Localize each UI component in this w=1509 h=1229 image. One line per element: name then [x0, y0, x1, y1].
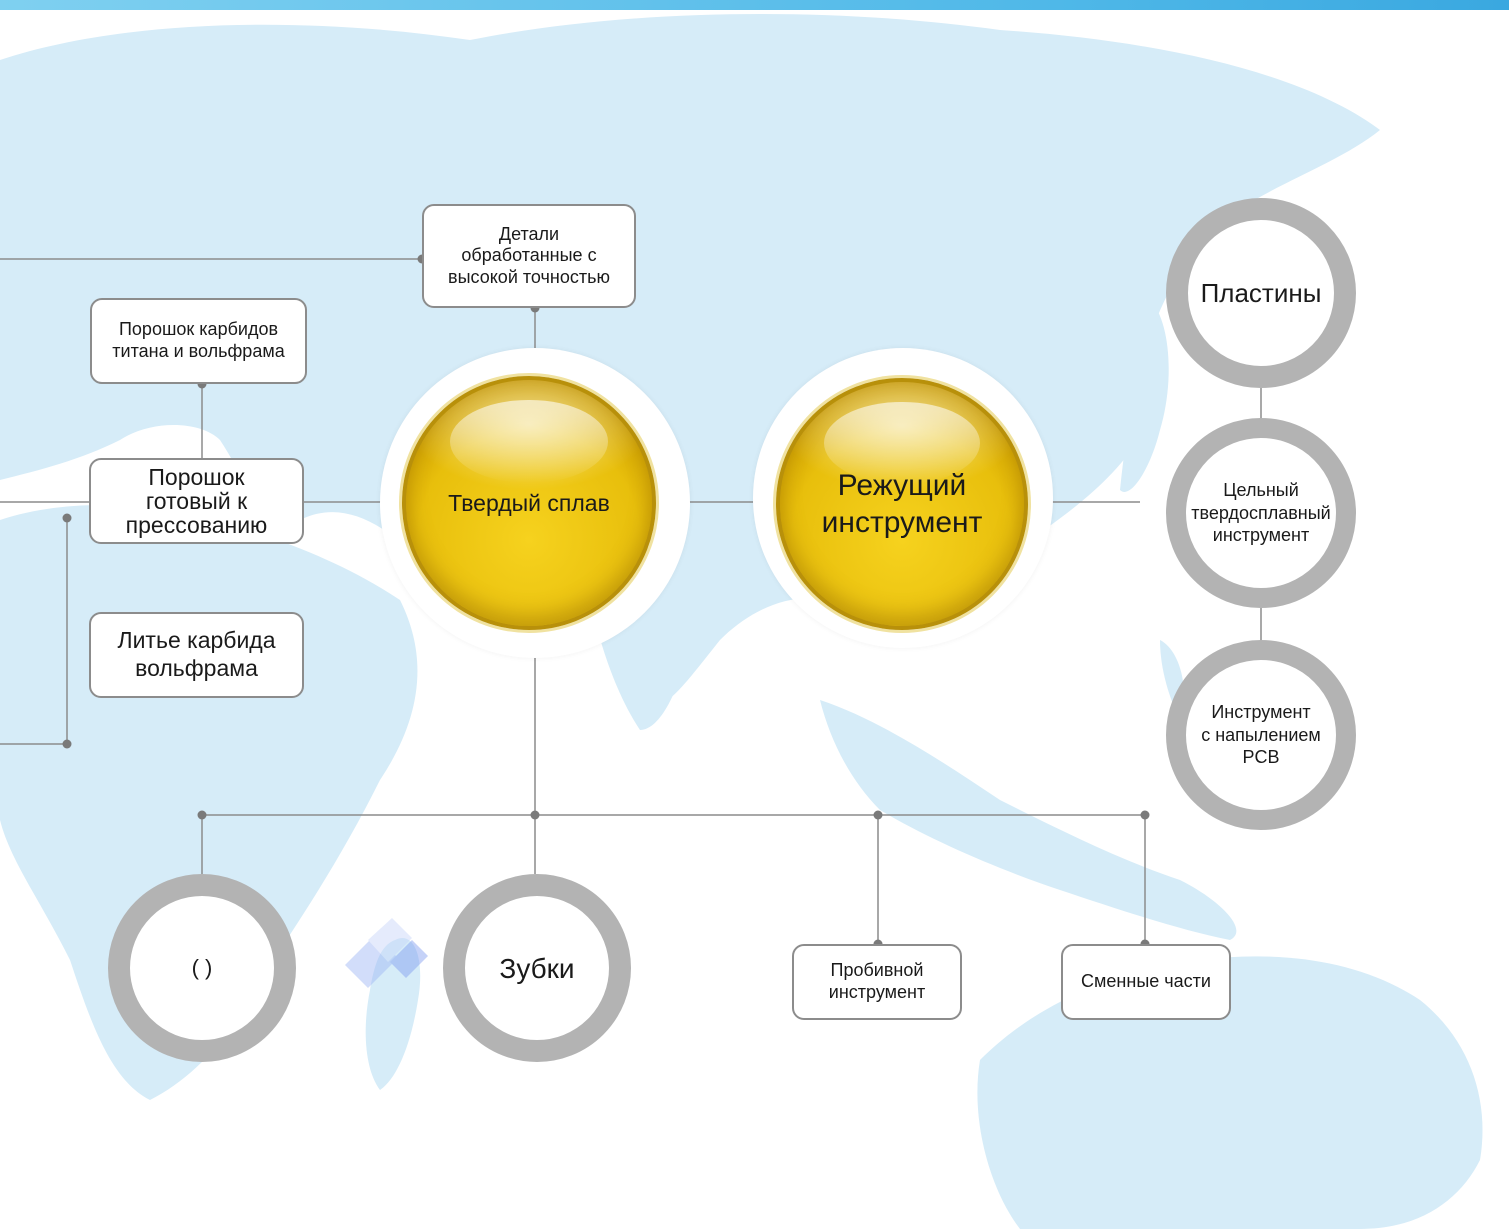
hub-hard-alloy: Твердый сплав — [402, 376, 656, 630]
hub-cutting-tool-label: Режущий инструмент — [821, 468, 983, 540]
logo-mark — [345, 918, 428, 988]
ring-bracket-item: ( ) — [108, 874, 296, 1062]
hub-hard-alloy-label: Твердый сплав — [448, 489, 610, 516]
box-tungsten-casting: Литье карбида вольфрама — [89, 612, 304, 698]
map-se-asia — [820, 700, 1237, 940]
dot-bottom-left — [197, 810, 207, 820]
dot-bottom-center — [530, 810, 540, 820]
box-punching-tool: Пробивной инструмент — [792, 944, 962, 1020]
dot-bottom-spare — [1140, 810, 1150, 820]
top-accent-bar — [0, 0, 1509, 10]
ring-solid-carbide: Цельный твердосплавный инструмент — [1166, 418, 1356, 608]
dot-bottom-punching — [873, 810, 883, 820]
ring-teeth: Зубки — [443, 874, 631, 1062]
box-spare-parts: Сменные части — [1061, 944, 1231, 1020]
map-japan — [1120, 300, 1169, 492]
ring-inserts: Пластины — [1166, 198, 1356, 388]
box-press-ready-powder: Порошок готовый к прессованию — [89, 458, 304, 544]
dot-left-vertical-bottom — [62, 739, 72, 749]
map-madagascar — [365, 938, 421, 1090]
hub-cutting-tool: Режущий инструмент — [776, 378, 1028, 630]
ring-pcd-tool: Инструмент с напылением PCB — [1166, 640, 1356, 830]
box-precision-parts: Детали обработанные с высокой точностью — [422, 204, 636, 308]
box-carbide-powder: Порошок карбидов титана и вольфрама — [90, 298, 307, 384]
dot-left-vertical-top — [62, 513, 72, 523]
map-australia — [977, 956, 1483, 1229]
